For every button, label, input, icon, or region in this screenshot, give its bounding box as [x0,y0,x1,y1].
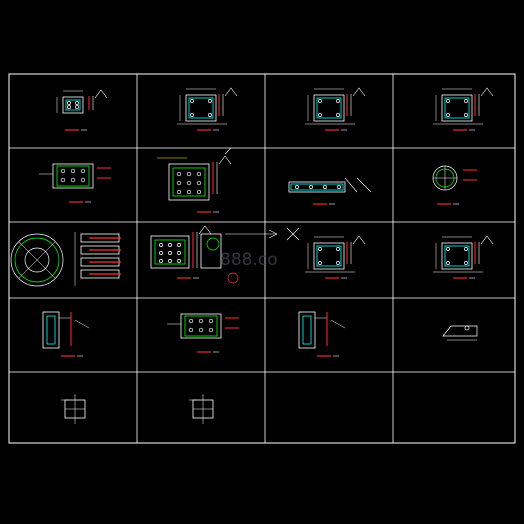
detail-connection-assembly [150,225,300,284]
detail-bracket-section [298,311,346,357]
detail-bolt-plate [39,163,111,203]
detail-beam-splice [288,177,372,205]
detail-circular-plate [10,232,121,287]
detail-plate-detail [433,235,494,279]
detail-plate-detail [433,87,494,131]
watermark-text: 888.co [220,250,278,270]
detail-plate-detail [177,87,238,131]
detail-bracket-section [42,311,90,357]
detail-small-plate [56,89,108,131]
detail-small-section [189,394,214,424]
frame-border [8,73,516,444]
detail-stiffener [442,325,478,341]
detail-round-flange [432,165,477,205]
detail-small-section [61,394,86,424]
detail-plate-detail [305,87,366,131]
detail-bolt-plate-large [157,147,232,213]
frame-grid [8,73,516,444]
detail-bolt-plate [167,313,239,353]
detail-plate-detail [305,235,366,279]
